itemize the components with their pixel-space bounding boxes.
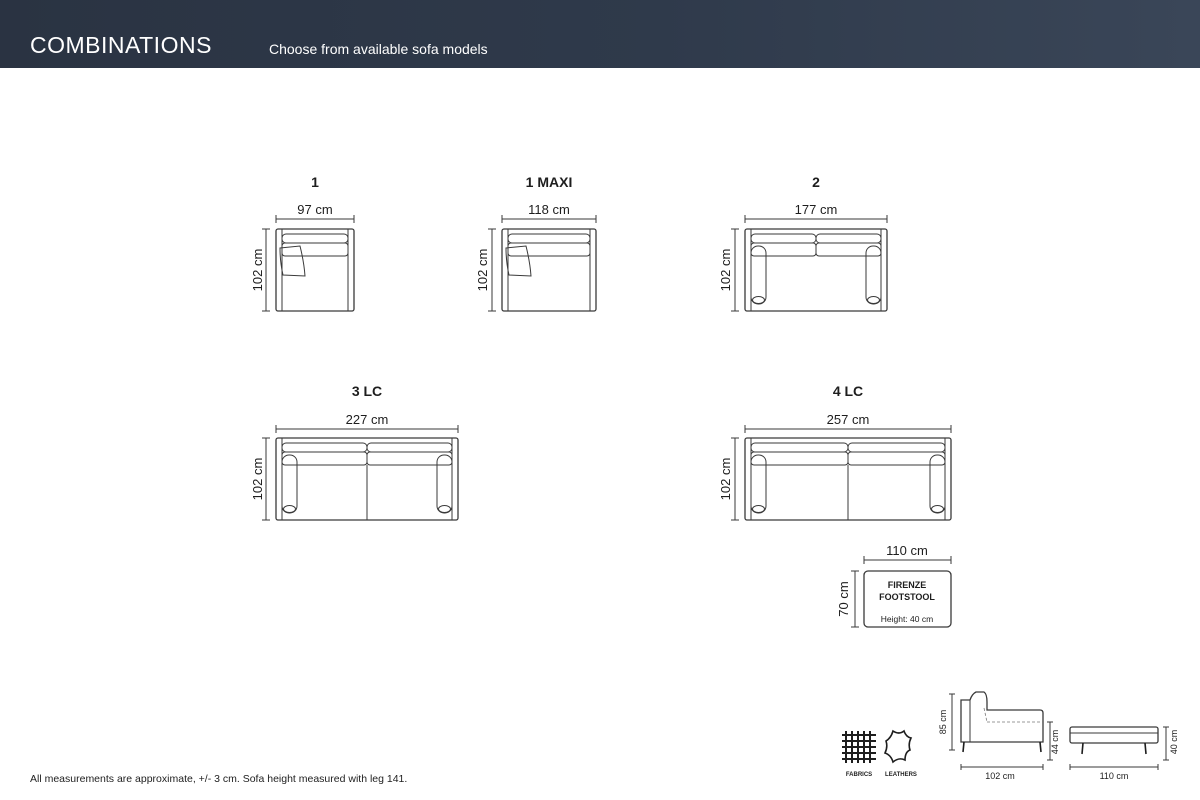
cushion-icon (505, 245, 532, 277)
model-4-lc: 4 LC 257 cm 102 cm (718, 383, 952, 521)
depth-label: 102 cm (250, 249, 265, 292)
footstool: 110 cm 70 cm FIRENZE FOOTSTOOL Height: 4… (836, 543, 952, 628)
seat-height-label: 44 cm (1050, 730, 1060, 755)
page-title: COMBINATIONS (30, 32, 212, 58)
sofa-side-profile: 85 cm 44 cm 102 cm (938, 691, 1060, 781)
width-label: 118 cm (528, 202, 570, 217)
fabrics-icon: FABRICS (842, 731, 876, 778)
page-subtitle: Choose from available sofa models (269, 41, 488, 57)
footer-note: All measurements are approximate, +/- 3 … (30, 773, 408, 785)
sofa-height-label: 85 cm (938, 710, 948, 735)
depth-dimension-line (851, 570, 859, 628)
footstool-name-line1: FIRENZE (888, 580, 927, 590)
model-name: 2 (812, 174, 820, 190)
sofa-outline (275, 437, 459, 521)
width-dimension-line (744, 215, 888, 223)
depth-label: 102 cm (475, 249, 490, 292)
depth-dimension-line (488, 228, 496, 312)
sofa-outline (501, 228, 597, 312)
leathers-icon: LEATHERS (883, 729, 917, 778)
leathers-label: LEATHERS (885, 772, 917, 778)
footstool-depth-label: 70 cm (836, 581, 851, 616)
model-1-maxi: 1 MAXI 118 cm 102 cm (475, 174, 597, 312)
width-dimension-line (863, 556, 952, 564)
sofa-outline (275, 228, 355, 312)
model-1: 1 97 cm 102 cm (250, 174, 355, 312)
stool-height-label: 40 cm (1169, 730, 1179, 755)
width-dimension-line (275, 425, 459, 433)
depth-label: 102 cm (718, 249, 733, 292)
width-label: 177 cm (795, 202, 838, 217)
footstool-outline (863, 570, 952, 628)
header-bar: COMBINATIONS Choose from available sofa … (0, 0, 1200, 68)
sofa-outline (744, 228, 888, 312)
fabrics-label: FABRICS (846, 772, 872, 778)
model-name: 4 LC (833, 383, 863, 399)
footstool-height-note: Height: 40 cm (881, 614, 933, 624)
sofa-outline (744, 437, 952, 521)
depth-label: 102 cm (718, 458, 733, 501)
width-dimension-line (744, 425, 952, 433)
sofa-depth-label: 102 cm (985, 771, 1015, 781)
model-name: 3 LC (352, 383, 382, 399)
width-label: 257 cm (827, 412, 870, 427)
depth-dimension-line (262, 437, 270, 521)
width-dimension-line (501, 215, 597, 223)
depth-dimension-line (262, 228, 270, 312)
width-dimension-line (275, 215, 355, 223)
model-3-lc: 3 LC 227 cm 102 cm (250, 383, 459, 521)
depth-dimension-line (731, 437, 739, 521)
width-label: 97 cm (297, 202, 332, 217)
model-name: 1 (311, 174, 319, 190)
depth-label: 102 cm (250, 458, 265, 501)
footstool-side-profile: 40 cm 110 cm (1069, 726, 1179, 781)
cushion-icon (279, 245, 306, 277)
width-label: 227 cm (346, 412, 389, 427)
depth-dimension-line (731, 228, 739, 312)
stool-width-label: 110 cm (1100, 771, 1129, 781)
model-name: 1 MAXI (526, 174, 573, 190)
footstool-width-label: 110 cm (886, 543, 928, 558)
model-2: 2 177 cm 102 cm (718, 174, 888, 312)
footstool-name-line2: FOOTSTOOL (879, 592, 935, 602)
